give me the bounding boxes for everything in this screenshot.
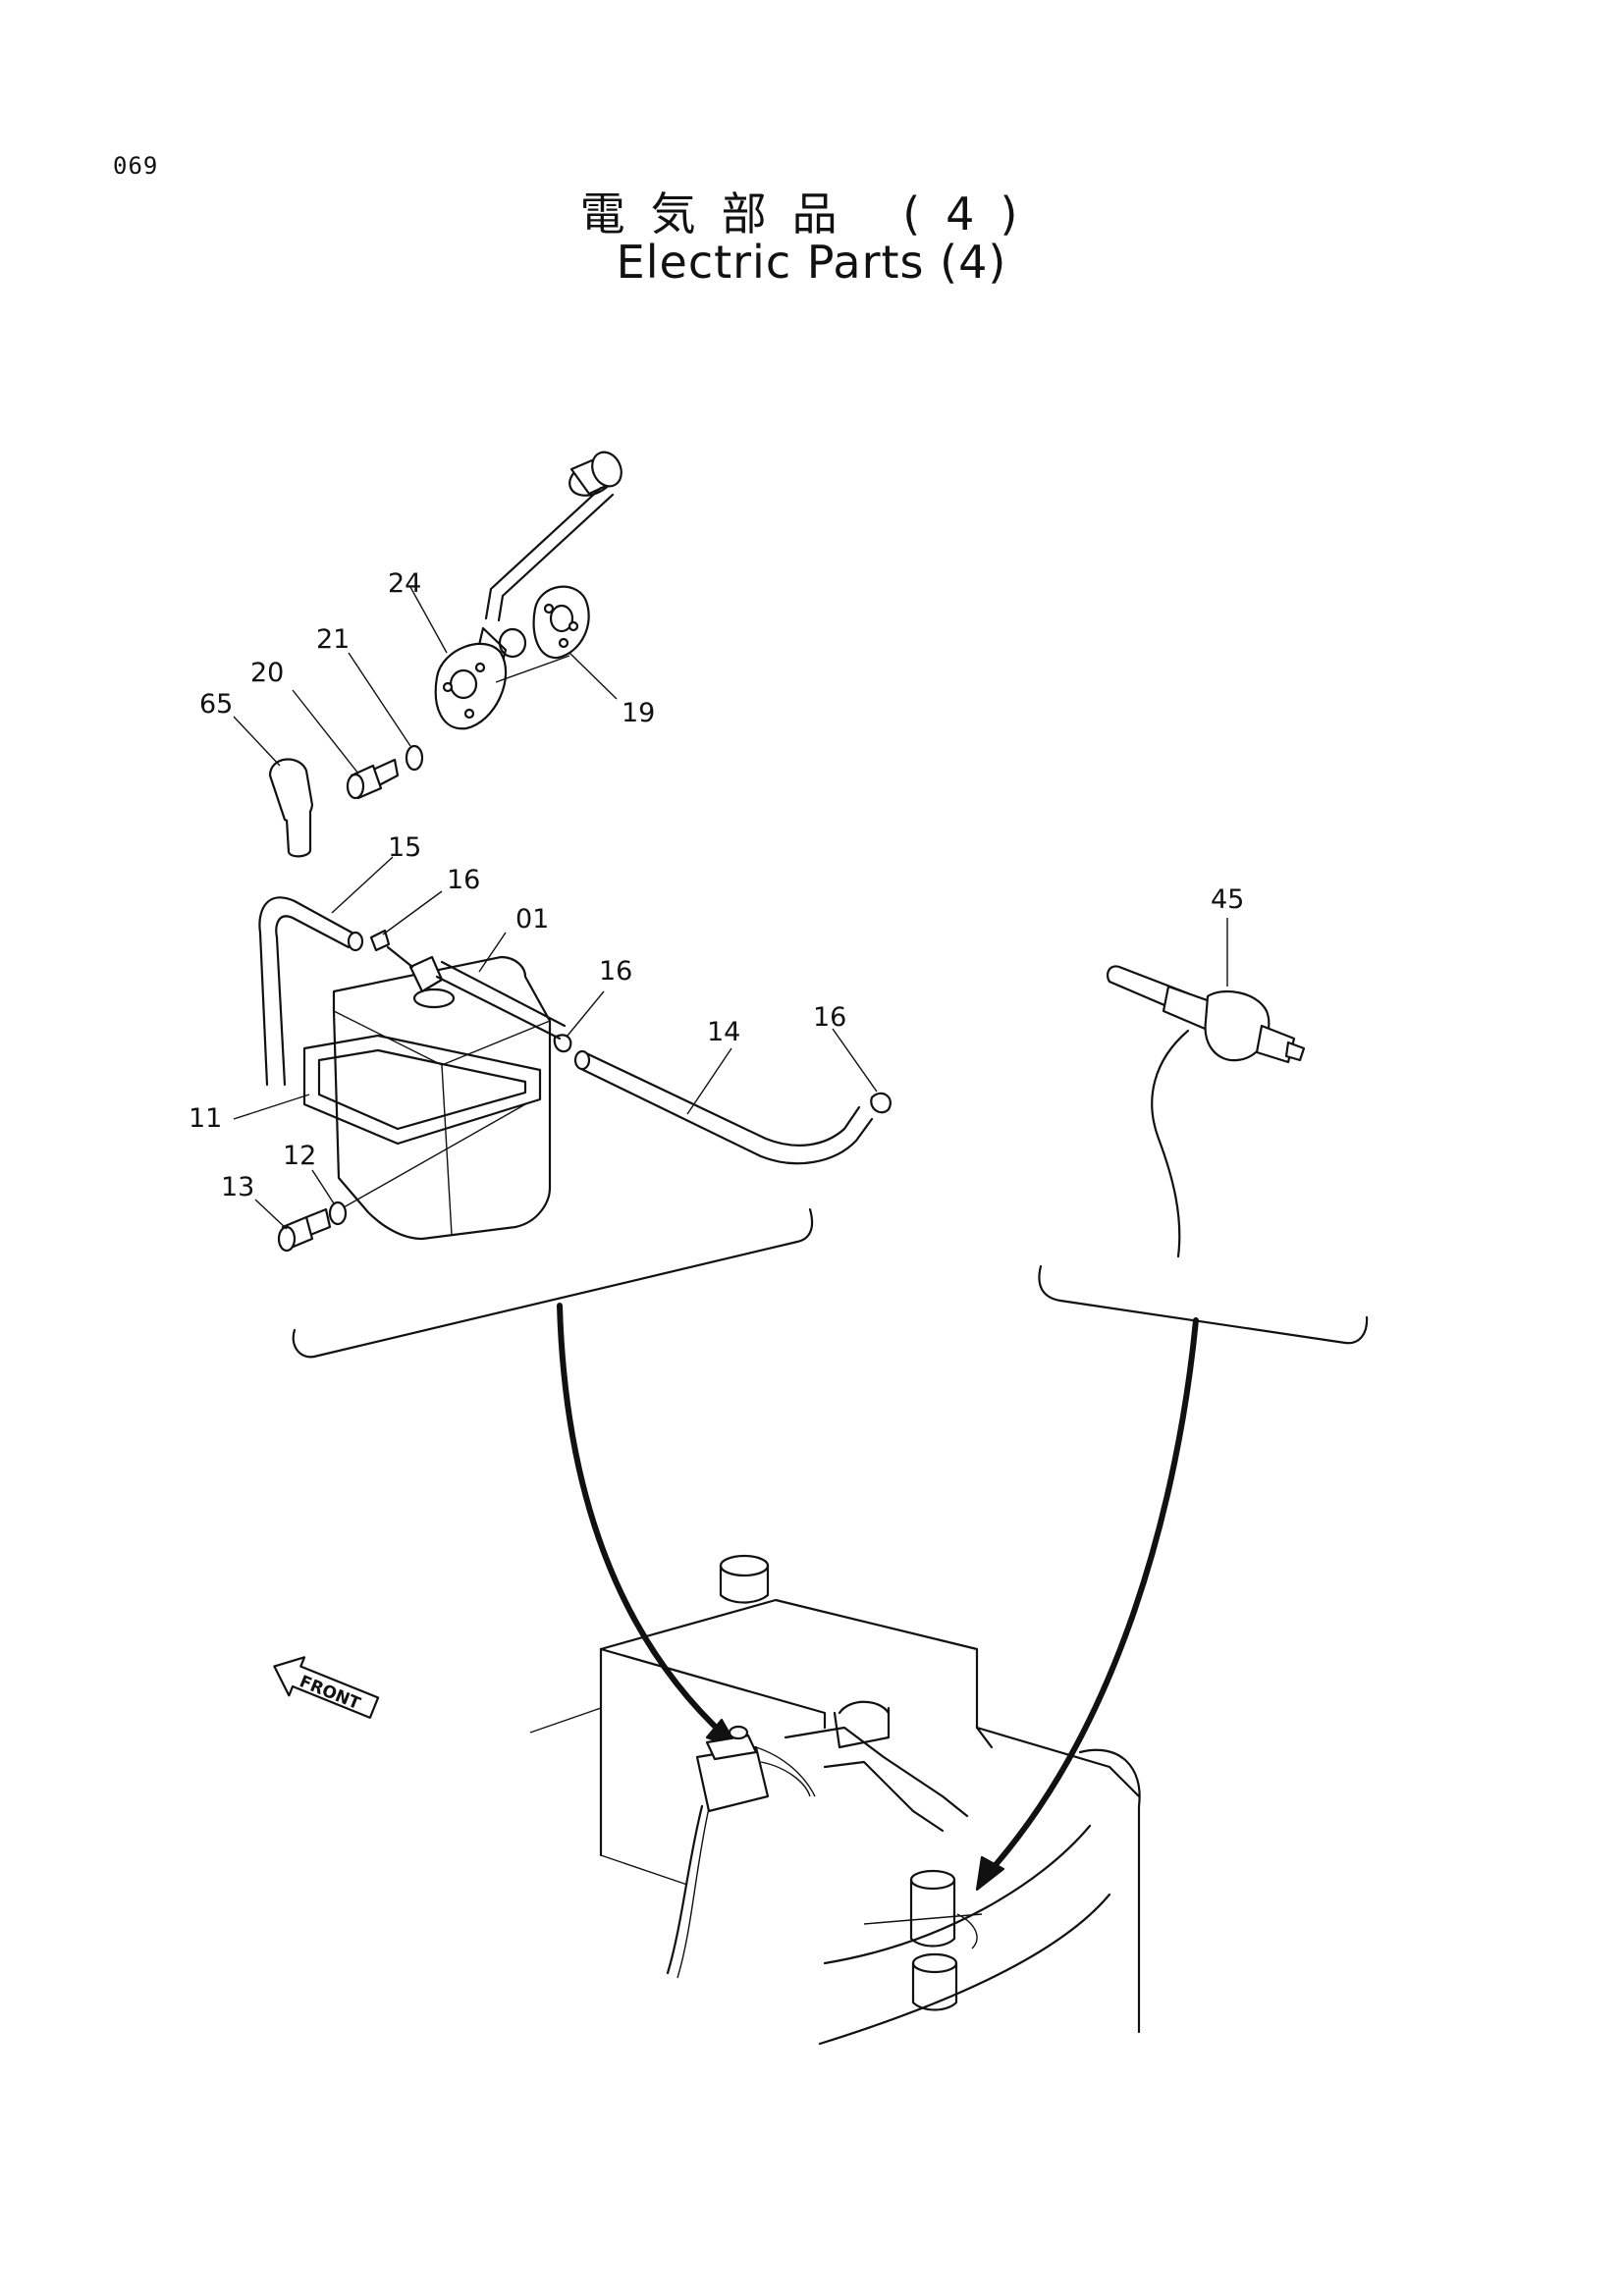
part-12-washer: 12	[283, 1103, 526, 1226]
label-16c: 16	[813, 1002, 846, 1033]
label-16a: 16	[447, 865, 480, 895]
label-16b: 16	[599, 956, 632, 987]
part-21-washer: 21	[316, 624, 424, 772]
label-65: 65	[199, 689, 233, 720]
label-11: 11	[189, 1103, 222, 1134]
label-14: 14	[707, 1017, 740, 1047]
arrow-right-group	[984, 1317, 1199, 1878]
part-14-hose: 14	[573, 1017, 874, 1165]
part-11-bracket: 11	[189, 1034, 542, 1146]
title-english: Electric Parts (4)	[616, 236, 1007, 289]
part-16-clamp-b: 16	[553, 956, 632, 1053]
arrow-left-group	[557, 1303, 730, 1740]
label-19: 19	[622, 698, 655, 728]
part-15-hose: 15	[258, 832, 421, 1087]
part-24-crank-handle: 24 19	[388, 451, 655, 730]
label-12: 12	[283, 1141, 316, 1171]
part-13-bolt: 13	[221, 1172, 332, 1253]
label-15: 15	[388, 832, 421, 863]
label-24: 24	[388, 568, 421, 599]
label-45: 45	[1211, 884, 1244, 915]
arrow-right-head	[975, 1855, 1005, 1892]
part-45-sensor: 45	[1106, 884, 1306, 1258]
machine-overview	[529, 1554, 1141, 2046]
front-direction-marker: FRONT	[273, 1656, 380, 1719]
group-bracket-left	[292, 1207, 814, 1359]
page-number: 069	[113, 152, 159, 180]
part-16-clamp-a: 16	[369, 865, 480, 952]
part-65-cap: 65	[199, 689, 314, 858]
part-20-bolt: 20	[250, 658, 400, 800]
group-bracket-right	[1038, 1264, 1369, 1345]
label-20: 20	[250, 658, 284, 688]
title-japanese: 電気部品 (4)	[579, 187, 1044, 240]
label-01: 01	[515, 904, 549, 934]
label-21: 21	[316, 624, 350, 655]
part-16-clamp-c: 16	[813, 1002, 892, 1114]
part-01-reservoir-tank: 01	[332, 904, 567, 1241]
label-13: 13	[221, 1172, 254, 1202]
